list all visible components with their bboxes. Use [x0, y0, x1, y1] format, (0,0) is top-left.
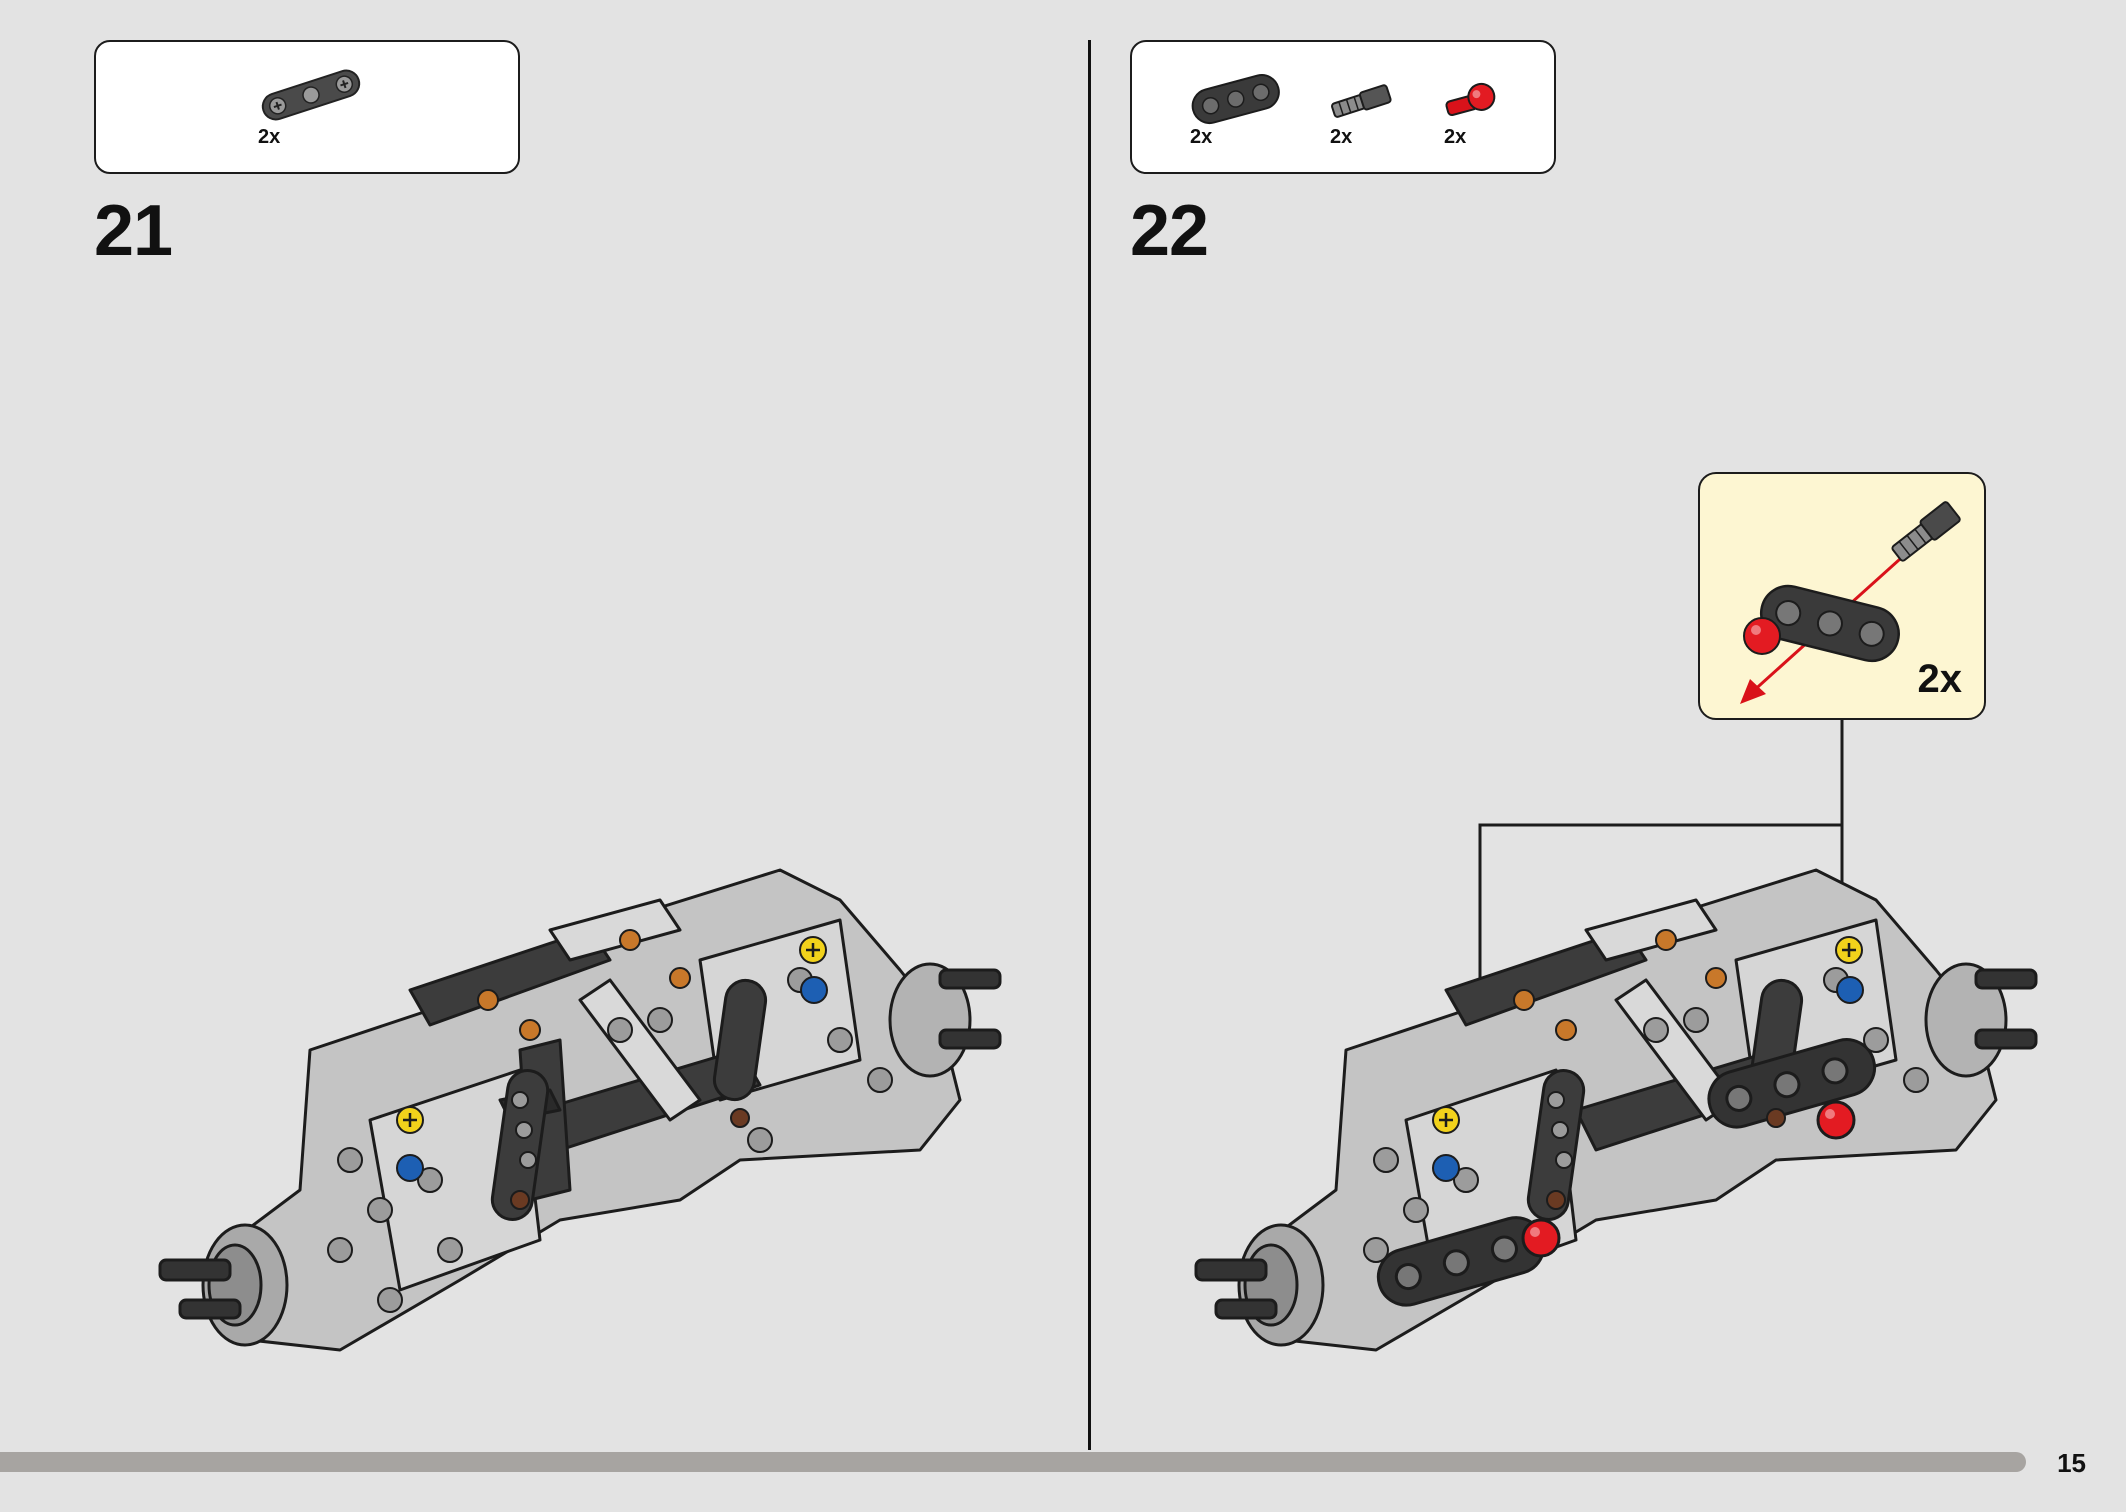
part-quantity: 2x: [1444, 126, 1467, 148]
black-thick-beam-3-icon: [1191, 74, 1280, 125]
page-divider: [1088, 40, 1091, 1450]
sub-assembly-illustration: [1740, 501, 1961, 704]
axle-pin-icon: [1331, 84, 1392, 118]
step-21-parts-list: 2x: [94, 40, 520, 174]
sub-assembly-callout: 2x: [1698, 472, 1986, 720]
step-21-assembly-illustration: [158, 868, 1002, 1352]
page-number: 15: [2057, 1448, 2086, 1478]
page-progress-bar: [0, 1452, 2026, 1472]
step-22-parts-list: 2x 2x 2x: [1130, 40, 1556, 174]
part-quantity: 2x: [1190, 126, 1213, 148]
step-number: 22: [1130, 191, 1209, 271]
callout-quantity: 2x: [1917, 657, 1963, 701]
dark-gray-beam-3-icon: [261, 69, 361, 121]
part-quantity: 2x: [1330, 126, 1353, 148]
red-pin-icon: [1445, 82, 1496, 117]
part-quantity: 2x: [258, 126, 281, 148]
step-number: 21: [94, 191, 173, 271]
step-22-assembly-illustration: [1194, 868, 2038, 1352]
